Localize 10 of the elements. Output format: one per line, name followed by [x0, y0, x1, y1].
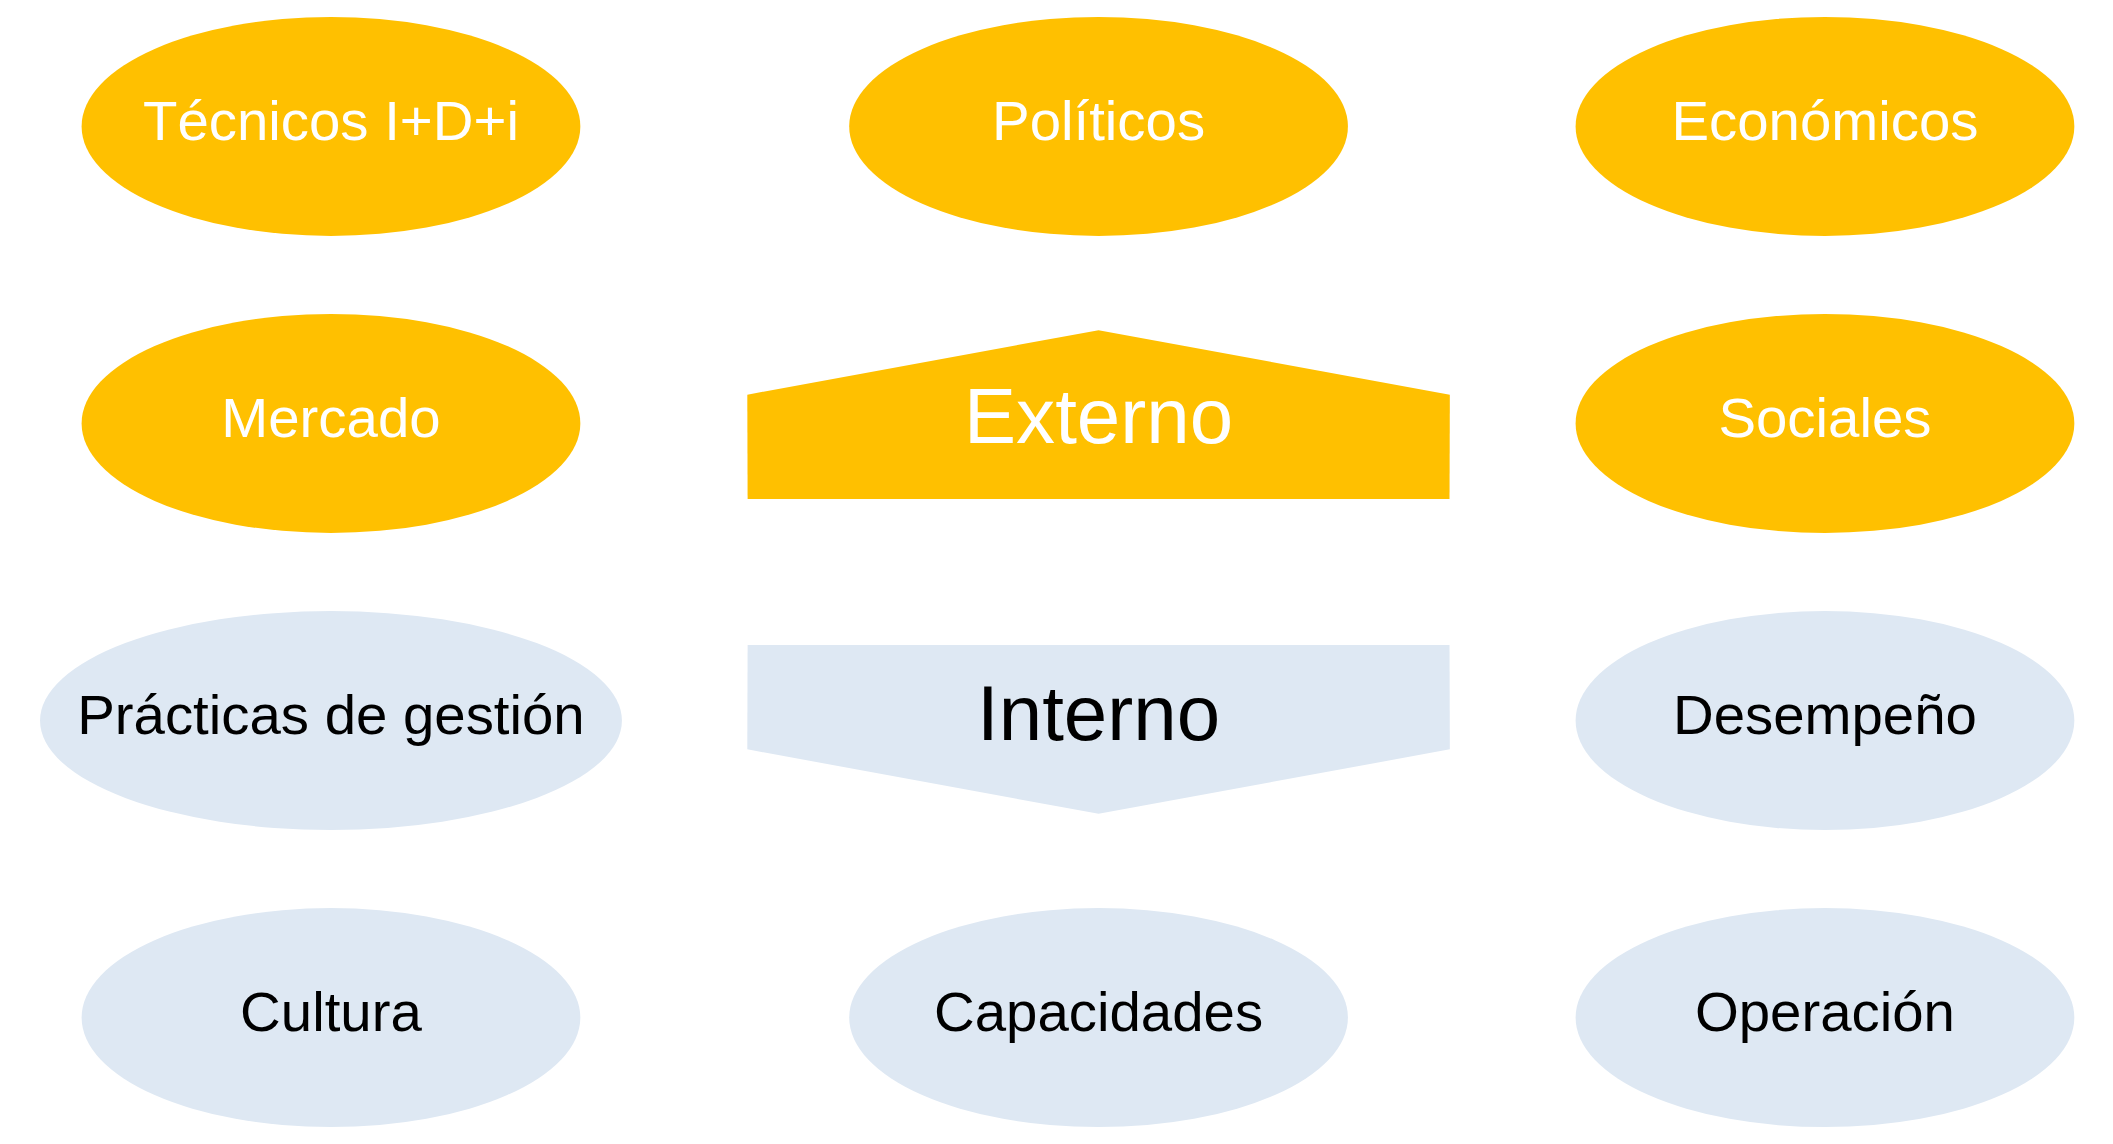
node-ellipse: Técnicos I+D+i	[81, 16, 580, 236]
node-ellipse: Prácticas de gestión	[39, 611, 622, 831]
node-ellipse: Políticos	[848, 16, 1348, 236]
node-ellipse: Cultura	[81, 908, 580, 1128]
node-ellipse: Sociales	[1575, 313, 2074, 533]
node-ellipse: Mercado	[81, 313, 580, 533]
node-ellipse: Operación	[1575, 908, 2074, 1128]
node-ellipse: Económicos	[1575, 16, 2074, 236]
node-ellipse: Desempeño	[1575, 611, 2074, 831]
node-ellipse: Capacidades	[848, 908, 1348, 1128]
